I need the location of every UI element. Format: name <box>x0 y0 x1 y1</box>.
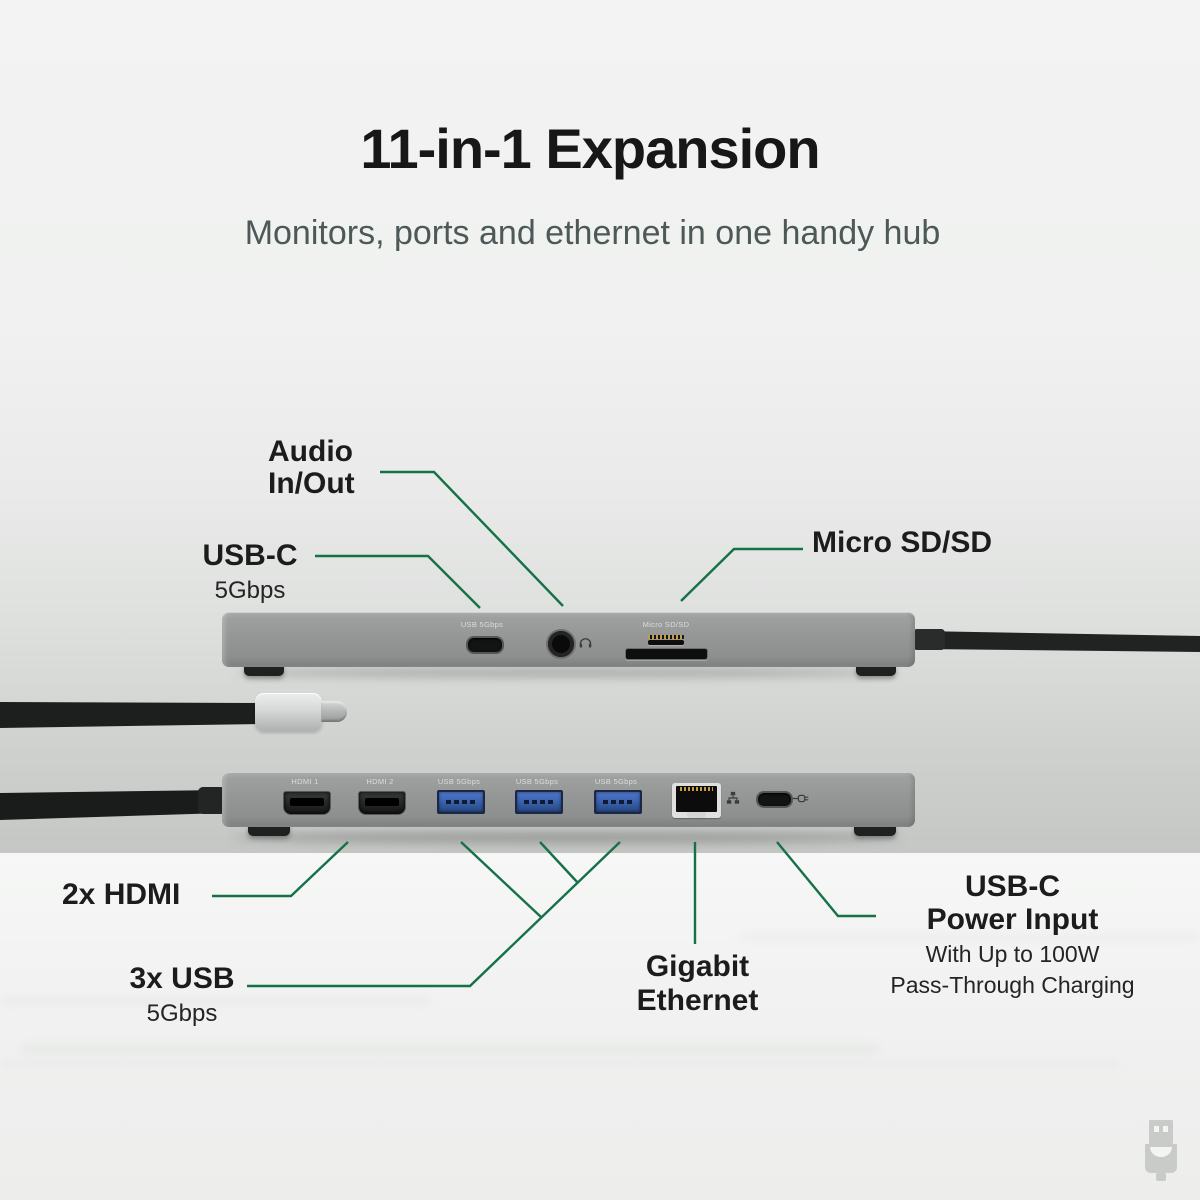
usb-3x-sublabel: 5Gbps <box>146 1000 218 1027</box>
power-plug-icon <box>793 794 809 803</box>
power-sublabel-line2: Pass-Through Charging <box>890 972 1135 998</box>
usb-a-port-3 <box>594 790 642 814</box>
headphones-icon <box>579 638 592 648</box>
micro-sd-label: Micro SD/SD <box>812 526 993 559</box>
callout-label-usb-c: USB-C 5Gbps <box>185 540 315 605</box>
page-subtitle: Monitors, ports and ethernet in one hand… <box>244 214 941 252</box>
back-device-shadow <box>236 668 896 677</box>
sd-card-slot <box>625 648 708 660</box>
power-label-line2: Power Input <box>926 903 1099 936</box>
usb-a-print-2: USB 5Gbps <box>515 777 559 786</box>
usb-a-port-1 <box>437 790 485 814</box>
usb-a-port-2 <box>515 790 563 814</box>
callout-label-power: USB-C Power Input With Up to 100W Pass-T… <box>870 870 1155 998</box>
usb-c-power-port <box>756 791 793 808</box>
usb-c-sublabel: 5Gbps <box>214 577 286 604</box>
floor-reflection-streak <box>20 1044 880 1054</box>
audio-label-line1: Audio <box>268 435 353 468</box>
usb-3x-label: 3x USB <box>129 962 235 995</box>
callout-label-audio: Audio In/Out <box>268 436 355 500</box>
micro-sd-slot <box>648 640 684 645</box>
usb-c-port <box>466 636 504 654</box>
hdmi2-print: HDMI 2 <box>366 777 394 786</box>
usb-c-port-print: USB 5Gbps <box>460 620 504 629</box>
front-view-device: HDMI 1 HDMI 2 USB 5Gbps USB 5Gbps USB 5G… <box>222 772 915 827</box>
floor-reflection-streak <box>0 997 430 1006</box>
callout-label-usb-3x: 3x USB 5Gbps <box>118 963 246 1028</box>
callout-label-hdmi: 2x HDMI <box>62 879 180 911</box>
usb-c-connector-tip <box>321 701 347 722</box>
back-view-device: USB 5Gbps Micro SD/SD <box>222 612 915 667</box>
hdmi-port-1 <box>283 791 331 815</box>
floor-reflection-streak <box>740 932 1200 942</box>
ethernet-port <box>672 783 721 818</box>
usb-a-print-3: USB 5Gbps <box>594 777 638 786</box>
hdmi-port-2 <box>358 791 406 815</box>
usb-c-label: USB-C <box>202 539 298 572</box>
micro-sd-slot-pins <box>648 635 684 639</box>
ethernet-label-line1: Gigabit <box>645 950 750 983</box>
hdmi-label: 2x HDMI <box>62 878 181 911</box>
usb-plug-logo-icon <box>1145 1120 1177 1181</box>
callout-label-ethernet: Gigabit Ethernet <box>625 950 770 1018</box>
hdmi1-print: HDMI 1 <box>291 777 319 786</box>
audio-jack-port <box>548 631 574 657</box>
ethernet-label-line2: Ethernet <box>636 984 759 1017</box>
power-label-line1: USB-C <box>965 870 1060 903</box>
front-device-shadow <box>232 832 902 843</box>
usb-c-connector-body <box>255 693 322 731</box>
audio-label-line2: In/Out <box>268 467 355 500</box>
usb-a-print-1: USB 5Gbps <box>437 777 481 786</box>
ethernet-network-icon <box>726 791 740 804</box>
power-sublabel-line1: With Up to 100W <box>925 941 1100 967</box>
floor-reflection-streak <box>0 1060 1120 1069</box>
callout-label-micro-sd: Micro SD/SD <box>812 527 992 559</box>
card-reader-print: Micro SD/SD <box>642 620 690 629</box>
page-title: 11-in-1 Expansion <box>360 117 820 180</box>
